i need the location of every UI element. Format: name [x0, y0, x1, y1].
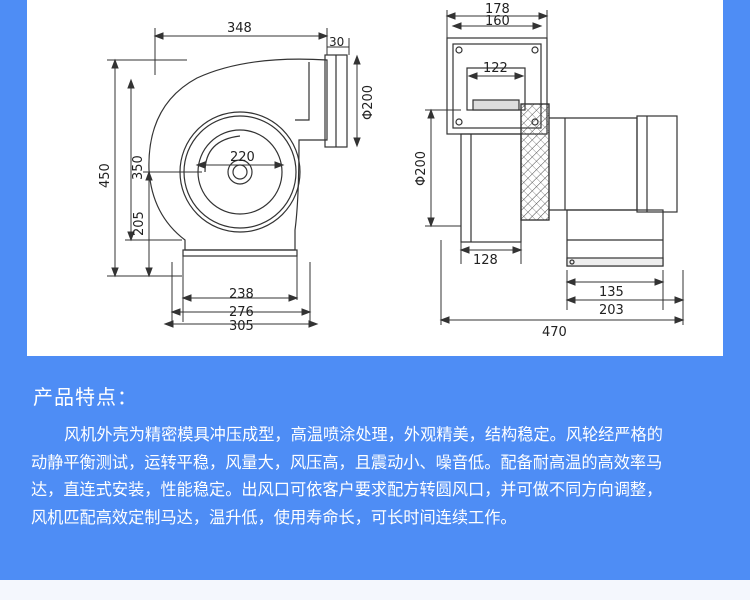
- product-info-panel: 348 30 Φ200 450 350 205 220 238 276 305: [0, 0, 750, 580]
- dim-30: 30: [329, 35, 344, 49]
- dim-side-outlet-dia: Φ200: [414, 151, 429, 186]
- dimension-drawing: 348 30 Φ200 450 350 205 220 238 276 305: [27, 0, 723, 356]
- dim-135: 135: [599, 285, 624, 300]
- dim-350: 350: [131, 155, 146, 180]
- dim-348: 348: [227, 21, 252, 36]
- features-title: 产品特点：: [33, 385, 138, 409]
- side-dimension-labels: 178 160 122 Φ200 128 135 203 470: [414, 2, 624, 340]
- side-dimension-lines: [425, 10, 685, 325]
- dim-160: 160: [485, 14, 510, 29]
- dim-205: 205: [132, 211, 147, 236]
- dim-220: 220: [230, 150, 255, 165]
- side-view: [446, 37, 678, 267]
- blower-drawing-svg: 348 30 Φ200 450 350 205 220 238 276 305: [98, 2, 685, 340]
- dim-178: 178: [485, 2, 510, 17]
- dim-outlet-dia: Φ200: [361, 85, 376, 120]
- dim-470: 470: [542, 325, 567, 340]
- dim-203: 203: [599, 303, 624, 318]
- bottom-strip: [0, 580, 750, 600]
- dim-305: 305: [229, 319, 254, 334]
- features-body: 风机外壳为精密模具冲压成型，高温喷涂处理，外观精美，结构稳定。风轮经严格的动静平…: [31, 425, 663, 527]
- dim-128: 128: [473, 253, 498, 268]
- dim-122: 122: [483, 61, 508, 76]
- front-dimension-lines: [107, 28, 361, 328]
- dim-450: 450: [98, 163, 113, 188]
- dim-238: 238: [229, 287, 254, 302]
- dim-276: 276: [229, 305, 254, 320]
- front-dimension-labels: 348 30 Φ200 450 350 205 220 238 276 305: [98, 21, 376, 334]
